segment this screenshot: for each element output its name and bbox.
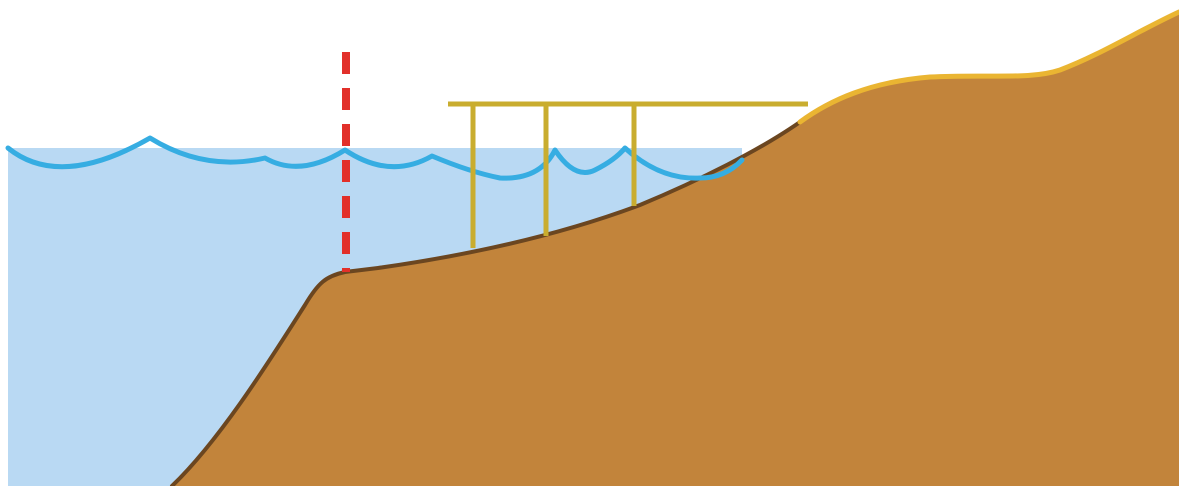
coastal-cross-section-diagram	[0, 0, 1179, 486]
